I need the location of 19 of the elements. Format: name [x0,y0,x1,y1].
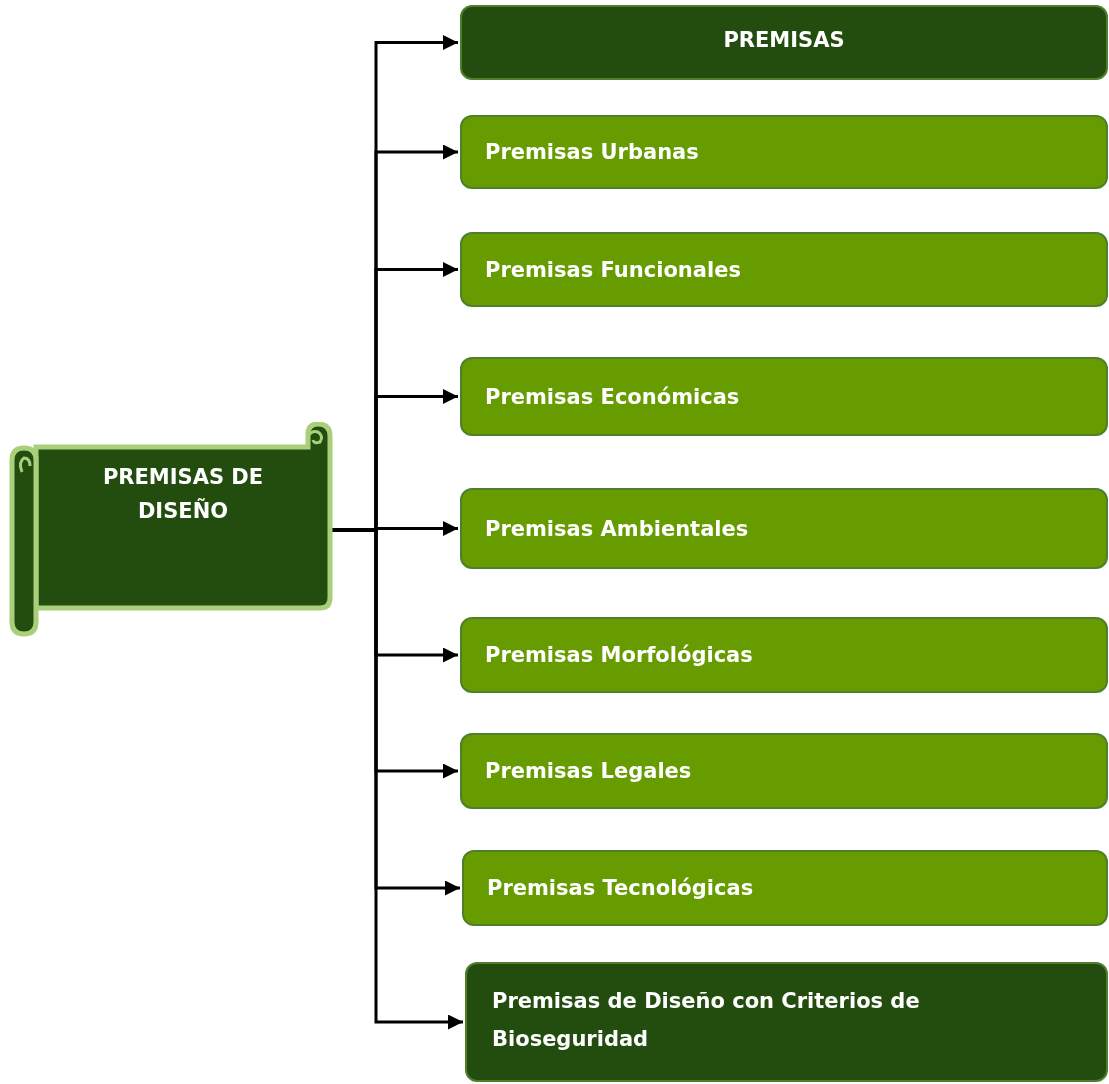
node-text: Premisas Ambientales [485,516,749,543]
node-text: Premisas Funcionales [485,257,741,284]
process-box [460,357,1108,436]
process-box [460,232,1108,307]
process-box [460,733,1108,809]
process-box [460,488,1108,569]
process-box [460,115,1108,189]
process-box [465,962,1108,1082]
node-text: PREMISAS [722,27,846,54]
node-text: PREMISAS DE DISEÑO [101,464,265,525]
node-text: Premisas Económicas [485,384,740,411]
process-box [460,617,1108,693]
process-box [460,5,1108,80]
node-text: Premisas Urbanas [485,139,699,166]
node-text: Premisas Morfológicas [485,642,753,669]
node-text: Premisas Legales [485,758,692,785]
process-box [462,850,1108,926]
node-text: Premisas de Diseño con Criterios de Bioseguridad [492,988,921,1053]
node-text: Premisas Tecnológicas [487,875,754,902]
